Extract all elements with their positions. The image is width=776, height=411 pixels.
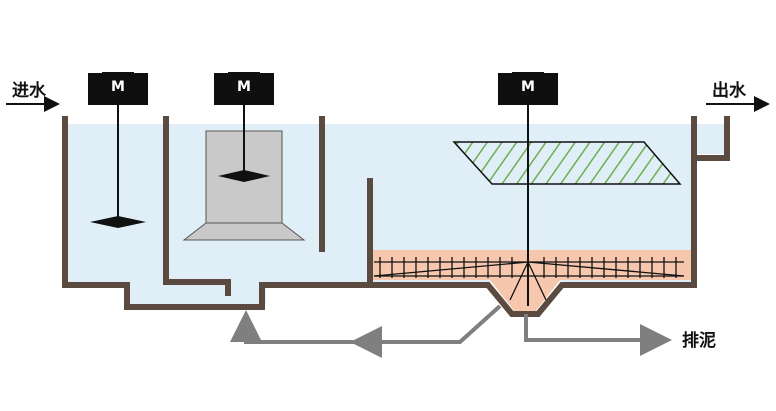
sludge-return-pipe [230,304,502,344]
inlet-label: 进水 [12,80,47,101]
sludge-rake [373,257,685,301]
motor-2: M [214,72,274,105]
tube-settler [452,141,682,185]
rapid-mixer [90,105,146,228]
motor-2-label: M [237,79,251,95]
motor-3: M [498,72,558,105]
tank-walls [62,116,730,317]
motor-3-label: M [521,79,535,95]
sludge-discharge-label: 排泥 [682,330,716,351]
motor-1-label: M [111,79,125,95]
motor-1: M [88,72,148,105]
flocculator [182,105,306,241]
sludge-blanket [370,250,692,312]
outlet-label: 出水 [712,80,747,101]
sludge-discharge-pipe [524,314,672,356]
